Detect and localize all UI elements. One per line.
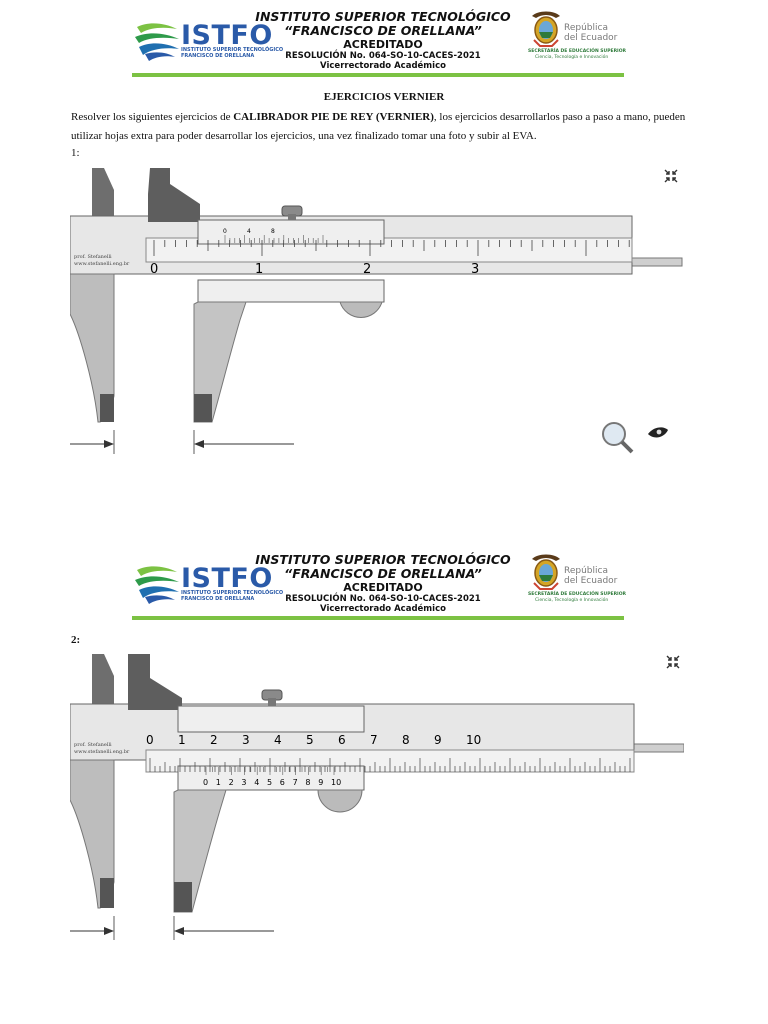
instructions-post: , los ejercicios desarrollarlos paso a p… <box>71 111 686 142</box>
instructions: Resolver los siguientes ejercicios de CA… <box>71 108 691 146</box>
main-scale-label: 0 <box>150 262 158 277</box>
senescyt-line2: Ciencia, Tecnología e Innovación <box>535 55 609 60</box>
caliper-credit-2: www.stefanelli.eng.br <box>74 749 130 755</box>
main-scale-label: 8 <box>402 733 410 747</box>
vernier-scale-label: 8 <box>305 778 310 787</box>
main-scale-label: 9 <box>434 733 442 747</box>
fixed-jaw-upper <box>92 654 114 706</box>
depth-rod <box>629 257 683 267</box>
main-scale-label: 10 <box>466 733 481 747</box>
resolution: RESOLUCIÓN No. 064-SO-10-CACES-2021 <box>285 594 481 604</box>
collapse-icon[interactable] <box>664 169 678 183</box>
main-scale-label: 6 <box>338 733 346 747</box>
institution-name: INSTITUTO SUPERIOR TECNOLÓGICO <box>255 552 511 567</box>
vernier-label: 8 <box>271 228 275 235</box>
caliper-credit-2: www.stefanelli.eng.br <box>74 261 130 267</box>
magnifier-icon[interactable] <box>602 422 634 454</box>
vernier-scale-label: 10 <box>331 778 341 787</box>
main-scale-ticks <box>153 240 630 256</box>
vernier-scale-label: 1 <box>216 778 221 787</box>
institution-name: INSTITUTO SUPERIOR TECNOLÓGICO <box>255 9 511 24</box>
thumb-wheel <box>317 789 363 813</box>
istfo-swoosh-icon <box>135 566 179 604</box>
logo-text: ISTFO <box>181 563 273 594</box>
vernier-scale-label: 9 <box>318 778 323 787</box>
istfo-swoosh-icon <box>135 23 179 61</box>
caliper-credit-1: prof. Stefanelli <box>74 254 112 260</box>
header-divider <box>132 73 624 77</box>
accreditation: ACREDITADO <box>343 38 423 51</box>
vernier-scale-label: 6 <box>280 778 285 787</box>
institution-subname: “FRANCISCO DE ORELLANA” <box>284 23 482 38</box>
vernier-scale-label: 3 <box>241 778 246 787</box>
ecuador-coat-of-arms-icon <box>532 554 560 590</box>
exercise-1-label: 1: <box>71 147 80 159</box>
institution-heading: INSTITUTO SUPERIOR TECNOLÓGICO “FRANCISC… <box>248 9 518 72</box>
ecuador-coat-of-arms-icon <box>532 11 560 47</box>
vernier-label: 4 <box>247 228 251 235</box>
vernier-slider-bottom <box>177 765 365 791</box>
main-scale-label: 2 <box>210 733 218 747</box>
resolution: RESOLUCIÓN No. 064-SO-10-CACES-2021 <box>285 51 481 61</box>
main-scale-label: 5 <box>306 733 314 747</box>
document-title: EJERCICIOS VERNIER <box>323 91 445 103</box>
vernier-scale-ticks <box>205 767 335 775</box>
sliding-jaw-upper <box>148 168 200 222</box>
thumb-wheel <box>339 301 383 318</box>
vernier-caliper-figure-2: prof. Stefanelli www.stefanelli.eng.br 0… <box>70 654 684 940</box>
main-scale-labels: 0 1 2 3 4 5 6 7 8 9 10 <box>146 733 481 747</box>
logo-text: ISTFO <box>181 20 273 51</box>
main-scale-label: 7 <box>370 733 378 747</box>
main-scale-label: 3 <box>471 262 479 277</box>
main-scale-label: 2 <box>363 262 371 277</box>
sliding-jaw-upper <box>128 654 182 710</box>
institution-subname: “FRANCISCO DE ORELLANA” <box>284 566 482 581</box>
eye-icon[interactable] <box>648 427 668 438</box>
exercise-2-label: 2: <box>71 634 81 646</box>
vernier-scale-label: 5 <box>267 778 272 787</box>
main-scale-label: 1 <box>178 733 186 747</box>
senescyt-line1: SECRETARÍA DE EDUCACIÓN SUPERIOR <box>528 49 627 54</box>
vernier-scale-ticks <box>224 235 324 243</box>
vernier-scale-label: 0 <box>203 778 208 787</box>
main-scale-label: 3 <box>242 733 250 747</box>
vicerrectorado: Vicerrectorado Académico <box>320 61 446 71</box>
vernier-caliper-figure-1: prof. Stefanelli www.stefanelli.eng.br 0… <box>70 168 683 454</box>
main-scale-label: 1 <box>255 262 263 277</box>
instructions-pre: Resolver los siguientes ejercicios de <box>71 111 234 123</box>
institution-heading: INSTITUTO SUPERIOR TECNOLÓGICO “FRANCISC… <box>248 552 518 615</box>
vernier-slider-top <box>177 705 365 733</box>
senescyt-line1: SECRETARÍA DE EDUCACIÓN SUPERIOR <box>528 592 627 597</box>
collapse-icon[interactable] <box>666 655 680 669</box>
vicerrectorado: Vicerrectorado Académico <box>320 604 446 614</box>
depth-rod <box>631 743 684 753</box>
accreditation: ACREDITADO <box>343 581 423 594</box>
fixed-jaw-upper <box>92 168 114 220</box>
vernier-scale-label: 2 <box>229 778 234 787</box>
main-scale-label: 4 <box>274 733 282 747</box>
header-divider <box>132 616 624 620</box>
vernier-scale-label: 4 <box>254 778 259 787</box>
main-scale-label: 0 <box>146 733 154 747</box>
caliper-credit-1: prof. Stefanelli <box>74 742 112 748</box>
main-scale-ticks <box>149 758 631 772</box>
vernier-label: 0 <box>223 228 227 235</box>
instructions-bold: CALIBRADOR PIE DE REY (VERNIER) <box>233 111 434 123</box>
vernier-slider-bottom <box>197 279 385 303</box>
vernier-scale-label: 7 <box>293 778 298 787</box>
senescyt-line2: Ciencia, Tecnología e Innovación <box>535 598 609 603</box>
